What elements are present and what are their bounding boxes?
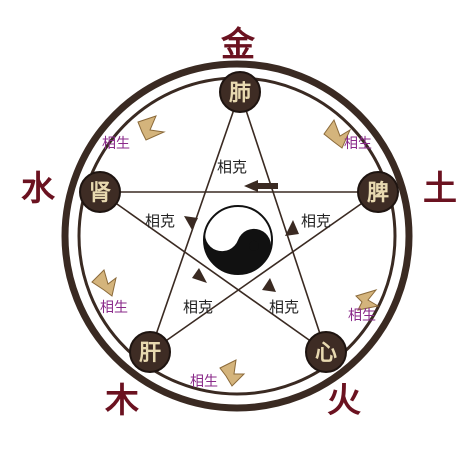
organ-node-spleen: 脾	[357, 171, 399, 213]
organ-label-liver: 肝	[139, 340, 161, 366]
element-label-water: 水	[21, 169, 56, 209]
ke-label-left: 相克	[145, 212, 175, 230]
sheng-label-bottom: 相生	[190, 374, 218, 390]
organ-node-kidney: 肾	[79, 171, 121, 213]
sheng-label-lower-right: 相生	[348, 308, 376, 324]
ke-arrow-lower-left	[192, 268, 207, 283]
sheng-arrow-lower-right	[355, 289, 380, 311]
element-label-earth: 土	[423, 169, 457, 209]
sheng-label-lower-left: 相生	[100, 300, 128, 316]
ke-label-right: 相克	[301, 212, 331, 230]
sheng-arrow-bottom	[219, 359, 246, 387]
organ-node-lung: 肺	[219, 71, 261, 113]
yin-yang-icon	[203, 205, 273, 275]
organ-node-liver: 肝	[129, 331, 171, 373]
ke-arrow-top	[244, 180, 258, 192]
element-label-metal: 金	[220, 25, 256, 65]
sheng-arrows	[91, 115, 380, 387]
sheng-arrow-upper-right	[323, 118, 352, 149]
organ-node-heart: 心	[305, 331, 347, 373]
ke-label-lower-right: 相克	[269, 298, 299, 316]
organ-label-kidney: 肾	[89, 180, 111, 206]
sheng-label-upper-right: 相生	[344, 136, 372, 152]
outer-ring	[61, 60, 413, 412]
organ-label-heart: 心	[315, 340, 337, 366]
ke-arrows	[184, 180, 299, 292]
ke-arrow-left-diag	[184, 216, 198, 230]
element-label-fire: 火	[327, 381, 361, 421]
ke-label-top: 相克	[217, 158, 247, 176]
ke-label-lower-left: 相克	[183, 298, 213, 316]
sheng-arrow-upper-left	[137, 115, 166, 141]
ke-arrow-right-diag	[285, 220, 299, 236]
element-label-wood: 木	[104, 381, 139, 421]
ke-arrow-lower-right	[262, 278, 276, 292]
organ-label-spleen: 脾	[367, 180, 389, 206]
ke-arrow-top-shaft	[256, 183, 278, 189]
organ-label-lung: 肺	[229, 80, 251, 106]
sheng-label-upper-left: 相生	[102, 136, 130, 152]
sheng-arrow-lower-left	[91, 269, 117, 297]
